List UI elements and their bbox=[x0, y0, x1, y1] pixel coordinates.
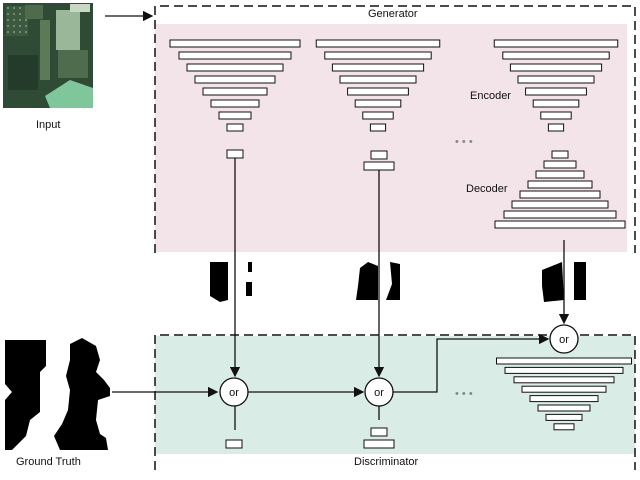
layer-bar bbox=[538, 405, 590, 411]
layer-bar bbox=[219, 112, 251, 119]
layer-bar bbox=[325, 52, 431, 59]
layer-bar bbox=[227, 124, 243, 131]
layer-bar bbox=[370, 124, 385, 131]
or-text: or bbox=[229, 387, 239, 399]
bottleneck-1 bbox=[227, 150, 243, 158]
layer-bar bbox=[211, 100, 259, 107]
layer-bar bbox=[552, 151, 568, 158]
layer-bar bbox=[332, 64, 423, 71]
or-text: or bbox=[559, 334, 569, 346]
bottleneck-2 bbox=[371, 151, 387, 159]
disc-bottleneck-1 bbox=[226, 440, 242, 448]
layer-bar bbox=[530, 396, 598, 402]
generated-mask-2 bbox=[356, 262, 400, 300]
layer-bar bbox=[170, 40, 300, 47]
layer-bar bbox=[203, 88, 267, 95]
generated-masks bbox=[210, 262, 586, 302]
or-node-2: or bbox=[365, 378, 393, 406]
generated-mask-1 bbox=[210, 262, 252, 302]
discriminator-title: Discriminator bbox=[354, 456, 418, 468]
mask-blob bbox=[210, 262, 228, 302]
mask-blob bbox=[386, 262, 400, 300]
disc-bottleneck-2a bbox=[371, 428, 387, 436]
layer-bar bbox=[533, 100, 579, 107]
or-node-3: or bbox=[550, 325, 578, 353]
mask-blob bbox=[356, 262, 378, 300]
layer-bar bbox=[363, 112, 393, 119]
layer-bar bbox=[355, 100, 401, 107]
disc-bottleneck-2b bbox=[364, 440, 394, 448]
layer-bar bbox=[518, 76, 594, 83]
layer-bar bbox=[514, 377, 614, 383]
layer-bar bbox=[544, 161, 576, 168]
mask-blob bbox=[248, 262, 252, 272]
decoder-start-2 bbox=[364, 162, 394, 170]
layer-bar bbox=[548, 124, 563, 131]
layer-bar bbox=[512, 201, 608, 208]
encoder-label: Encoder bbox=[470, 90, 511, 102]
layer-bar bbox=[179, 52, 291, 59]
generator-title: Generator bbox=[368, 8, 418, 20]
or-text: or bbox=[374, 387, 384, 399]
input-satellite-image bbox=[3, 3, 93, 108]
layer-bar bbox=[348, 88, 409, 95]
generator-ellipsis: • • • bbox=[455, 136, 473, 148]
mask-blob bbox=[246, 282, 252, 296]
layer-bar bbox=[510, 64, 601, 71]
layer-bar bbox=[536, 171, 584, 178]
decoder-label: Decoder bbox=[466, 183, 508, 195]
layer-bar bbox=[522, 386, 606, 392]
layer-bar bbox=[528, 181, 592, 188]
layer-bar bbox=[497, 358, 632, 364]
ground-truth-mask bbox=[3, 338, 113, 451]
mask-blob bbox=[542, 262, 564, 302]
ground-truth-label: Ground Truth bbox=[16, 456, 81, 468]
layer-bar bbox=[554, 424, 574, 430]
layer-bar bbox=[504, 211, 616, 218]
layer-bar bbox=[526, 88, 587, 95]
layer-bar bbox=[503, 52, 609, 59]
or-node-1: or bbox=[220, 378, 248, 406]
layer-bar bbox=[495, 221, 625, 228]
layer-bar bbox=[195, 76, 275, 83]
discriminator-ellipsis: • • • bbox=[455, 388, 473, 400]
layer-bar bbox=[340, 76, 416, 83]
input-label: Input bbox=[36, 119, 60, 131]
layer-bar bbox=[505, 367, 623, 373]
layer-bar bbox=[520, 191, 600, 198]
layer-bar bbox=[316, 40, 440, 47]
mask-blob bbox=[574, 262, 586, 300]
layer-bar bbox=[187, 64, 283, 71]
layer-bar bbox=[541, 112, 571, 119]
layer-bar bbox=[494, 40, 618, 47]
layer-bar bbox=[546, 414, 582, 420]
